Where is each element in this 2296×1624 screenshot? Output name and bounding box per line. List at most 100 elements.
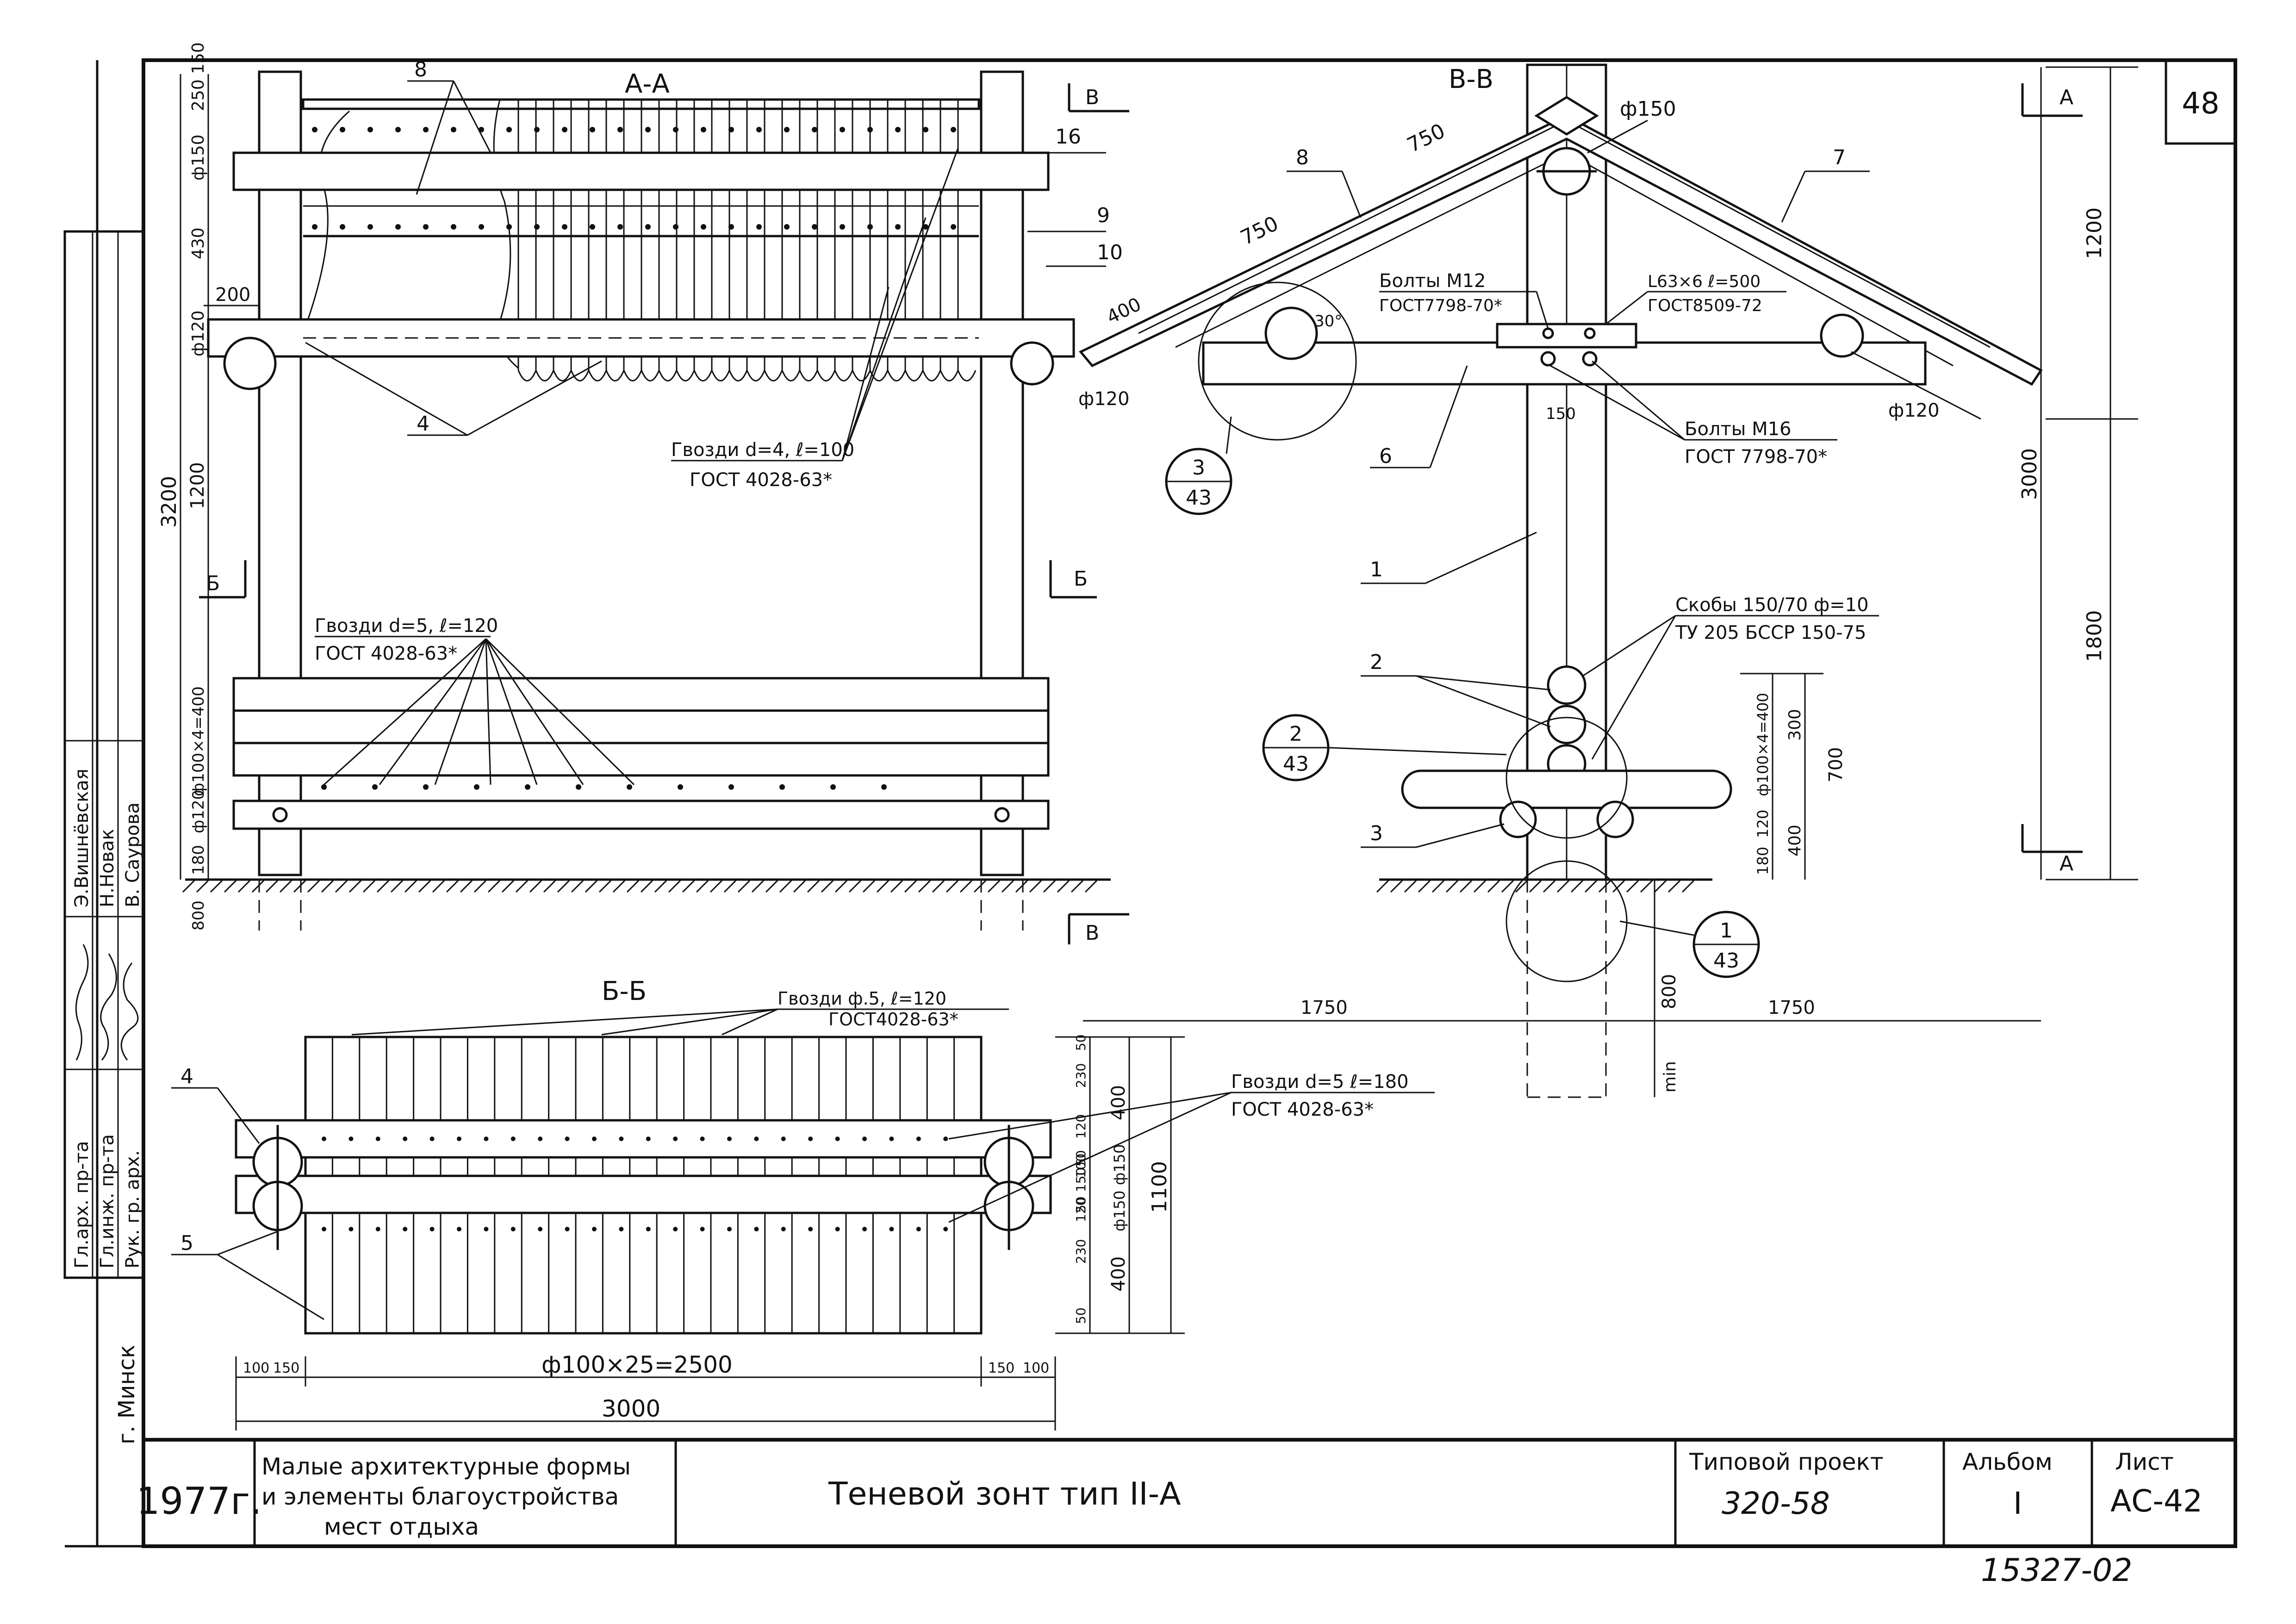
dim-1800-vv: 1800 — [2083, 610, 2106, 662]
cut-mark-b-left: Б — [206, 572, 220, 595]
roof-board-end — [711, 370, 730, 381]
nails-note-1-line-1: Гвозди d=4, ℓ=100 — [671, 439, 854, 461]
plan-nail-dot — [943, 1227, 948, 1231]
plan-small-dim: 50 — [1073, 1307, 1089, 1324]
roof-board-end — [588, 370, 607, 381]
nail-leader — [485, 638, 492, 785]
plan-beam-lower — [235, 1174, 1052, 1214]
plan-nail-dot — [538, 1137, 543, 1141]
plan-nail-dot — [429, 1137, 435, 1141]
plan-nail-dot — [781, 1227, 786, 1231]
nail-dot — [812, 127, 817, 132]
list-label: Лист — [2115, 1449, 2174, 1475]
plan-nail-dot — [916, 1137, 921, 1141]
bench-board-3 — [232, 742, 1050, 777]
nail-leader — [485, 638, 584, 785]
staff-role-1: Гл.арх. пр-та — [71, 1141, 93, 1268]
nail-dot — [367, 127, 373, 132]
nail-dot — [423, 127, 429, 132]
plan-nail-dot — [889, 1227, 894, 1231]
plan-nail-dot — [781, 1137, 786, 1141]
roof-board-end — [517, 370, 537, 381]
ground-hatch-vv — [1376, 880, 1695, 893]
signature-2 — [100, 953, 117, 1061]
svg-text:3: 3 — [1192, 456, 1205, 480]
dim-bench-400: ф100×4=400 — [189, 687, 208, 796]
dim-bench-f120: ф120 — [189, 790, 208, 833]
staff-role-3: Рук. гр. арх. — [122, 1150, 143, 1268]
bench-crossbar — [1401, 769, 1732, 809]
staples-line-2: ТУ 205 БССР 150-75 — [1675, 622, 1866, 643]
plan-nail-dot — [375, 1137, 380, 1141]
nail-dot — [840, 224, 845, 230]
roof-board-end — [799, 370, 818, 381]
plan-nail-dot — [862, 1137, 867, 1141]
plan-nails-right-line-1: Гвозди d=5 ℓ=180 — [1231, 1071, 1409, 1093]
svg-text:43: 43 — [1186, 486, 1212, 510]
plan-nail-dot — [348, 1137, 354, 1141]
nail-dot — [617, 224, 623, 230]
plan-nail-dot — [565, 1227, 570, 1231]
bench-rail — [232, 800, 1050, 830]
nail-dot — [728, 127, 734, 132]
dim-430: 430 — [189, 227, 208, 259]
project-line-2: и элементы благоустройства — [261, 1483, 619, 1510]
plan-nail-dot — [510, 1227, 516, 1231]
nail-dot — [812, 224, 817, 230]
dim-800-vv: 800 — [1659, 974, 1680, 1009]
plan-nail-dot — [375, 1227, 380, 1231]
callout-7-vv: 7 — [1833, 146, 1846, 169]
plan-nail-dot — [429, 1227, 435, 1231]
plan-small-dim: 230 — [1073, 1063, 1089, 1088]
roof-board-end — [535, 370, 554, 381]
nail-dot — [534, 127, 540, 132]
callout-8-vv: 8 — [1296, 146, 1309, 169]
plan-small-dim: 120 — [1073, 1114, 1089, 1139]
nail-dot — [506, 127, 512, 132]
bench-board-1 — [232, 677, 1050, 712]
tip-label: Типовой проект — [1689, 1449, 1884, 1475]
nail-dot — [395, 224, 401, 230]
plan-nail-dot — [348, 1227, 354, 1231]
plan-nail-dot — [484, 1227, 489, 1231]
nail-dot — [701, 127, 706, 132]
dim-700-vv: 700 — [1825, 747, 1847, 782]
view-vv-title: В-В — [1449, 64, 1493, 94]
tip-value: 320-58 — [1722, 1486, 1830, 1521]
dim-1750-left: 1750 — [1300, 997, 1348, 1018]
bolts-m16-line-1: Болты М16 — [1685, 418, 1792, 440]
crossbeam-upper — [232, 151, 1050, 191]
roof-board-end — [553, 370, 572, 381]
dim-3000-vv: 3000 — [2018, 448, 2041, 500]
svg-text:43: 43 — [1713, 949, 1739, 973]
roof-board-end — [746, 370, 765, 381]
staff-strip: Гл.арх. пр-та Гл.инж. пр-та Рук. гр. арх… — [63, 230, 145, 1444]
plan-nail-dot — [808, 1227, 813, 1231]
angle-line-1: L63×6 ℓ=500 — [1648, 272, 1761, 291]
plan-nail-dot — [538, 1227, 543, 1231]
nail-dot — [451, 127, 456, 132]
callout-5-bb: 5 — [180, 1231, 193, 1255]
dim-1200-vv: 1200 — [2083, 207, 2106, 259]
nail-dot — [321, 784, 327, 790]
plan-nail-dot — [510, 1137, 516, 1141]
cut-mark-a-bottom: А — [2060, 852, 2073, 875]
nail-dot — [645, 224, 651, 230]
project-line-1: Малые архитектурные формы — [261, 1453, 631, 1480]
dim-400-bottom-bb: 400 — [1108, 1256, 1129, 1292]
nail-dot — [728, 224, 734, 230]
staff-name-3: В. Саурова — [122, 802, 143, 907]
plan-nail-dot — [403, 1227, 408, 1231]
roof-board-end — [940, 370, 959, 381]
plan-small-dim: 50 — [1073, 1034, 1089, 1051]
steel-angle — [1496, 323, 1637, 349]
plan-nail-dot — [673, 1137, 678, 1141]
nail-dot — [951, 224, 956, 230]
dim-150: 150 — [189, 42, 208, 74]
nail-dot — [395, 127, 401, 132]
drawing-title: Теневой зонт тип II-А — [828, 1476, 1181, 1512]
plan-nail-dot — [808, 1137, 813, 1141]
plan-nail-dot — [322, 1137, 326, 1141]
dim-3200: 3200 — [157, 476, 181, 528]
dim-f150-1: ф150 — [1111, 1144, 1128, 1185]
